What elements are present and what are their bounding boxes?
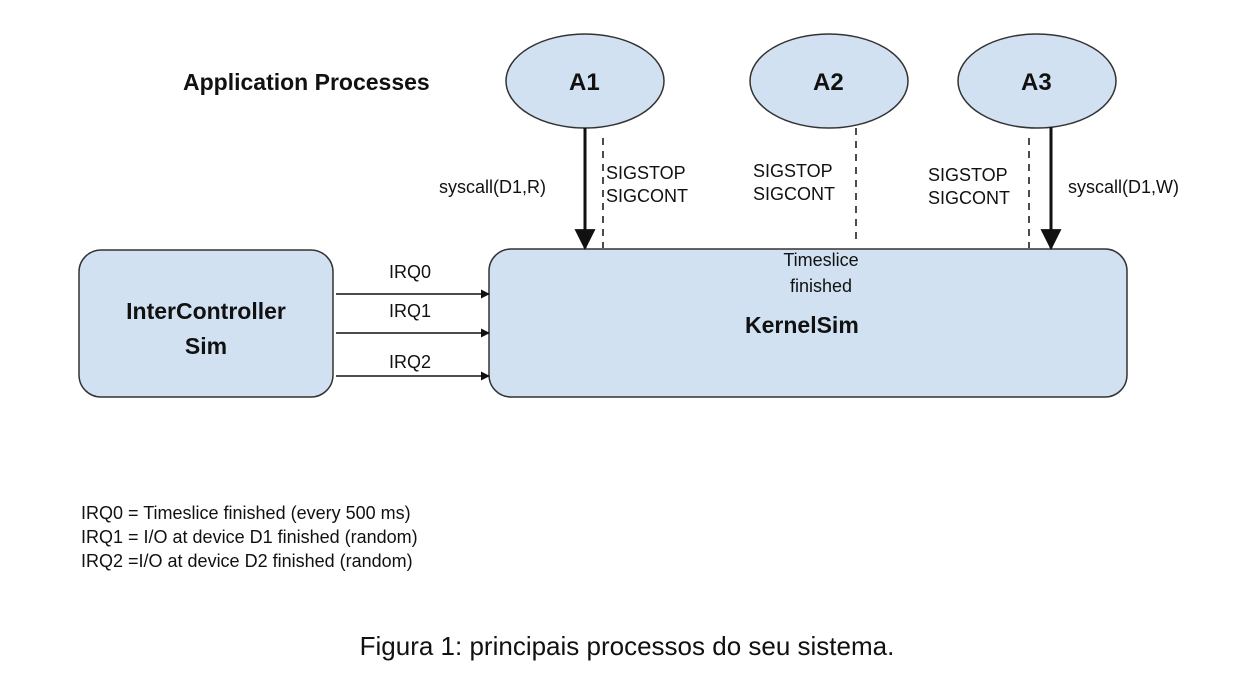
process-a2-node xyxy=(749,33,909,129)
a1-sigcont-label: SIGCONT xyxy=(606,186,689,206)
a1-syscall-label: syscall(D1,R) xyxy=(439,177,547,197)
intercontroller-label-line1: InterController xyxy=(126,298,286,324)
figure-caption: Figura 1: principais processos do seu si… xyxy=(359,631,895,661)
a2-signals-label: SIGSTOP SIGCONT xyxy=(753,160,835,206)
a3-syscall-label: syscall(D1,W) xyxy=(1068,177,1179,197)
a2-sigcont-label: SIGCONT xyxy=(753,184,836,204)
irq1-label: IRQ1 xyxy=(389,301,432,321)
irq0-label: IRQ0 xyxy=(389,262,432,282)
process-a3-node xyxy=(957,33,1117,129)
a3-sigstop-label: SIGSTOP xyxy=(928,165,1008,185)
irq2-label: IRQ2 xyxy=(389,352,432,372)
intercontroller-label-line2: Sim xyxy=(184,333,228,359)
application-processes-label: Application Processes xyxy=(183,69,430,95)
a2-sigstop-label: SIGSTOP xyxy=(753,161,833,181)
irq-legend: IRQ0 = Timeslice finished (every 500 ms)… xyxy=(81,501,418,573)
legend-irq0: IRQ0 = Timeslice finished (every 500 ms) xyxy=(81,503,411,523)
kernelsim-label: KernelSim xyxy=(745,312,859,338)
intercontroller-node xyxy=(78,249,334,398)
legend-irq2: IRQ2 =I/O at device D2 finished (random) xyxy=(81,551,413,571)
a3-sigcont-label: SIGCONT xyxy=(928,188,1011,208)
timeslice-label-line2: finished xyxy=(789,276,853,296)
a3-signals-label: SIGSTOP SIGCONT xyxy=(928,164,1010,210)
process-a2-label: A2 xyxy=(813,69,844,96)
a1-signals-label: SIGSTOP SIGCONT xyxy=(606,162,688,208)
a1-sigstop-label: SIGSTOP xyxy=(606,163,686,183)
timeslice-label-line1: Timeslice xyxy=(783,250,859,270)
intercontroller-label: InterController Sim xyxy=(79,294,333,364)
timeslice-finished-label: Timeslice finished xyxy=(776,247,866,299)
kernelsim-node xyxy=(488,248,1128,398)
legend-irq1: IRQ1 = I/O at device D1 finished (random… xyxy=(81,527,418,547)
process-a1-label: A1 xyxy=(569,69,600,96)
process-a3-label: A3 xyxy=(1021,69,1052,96)
